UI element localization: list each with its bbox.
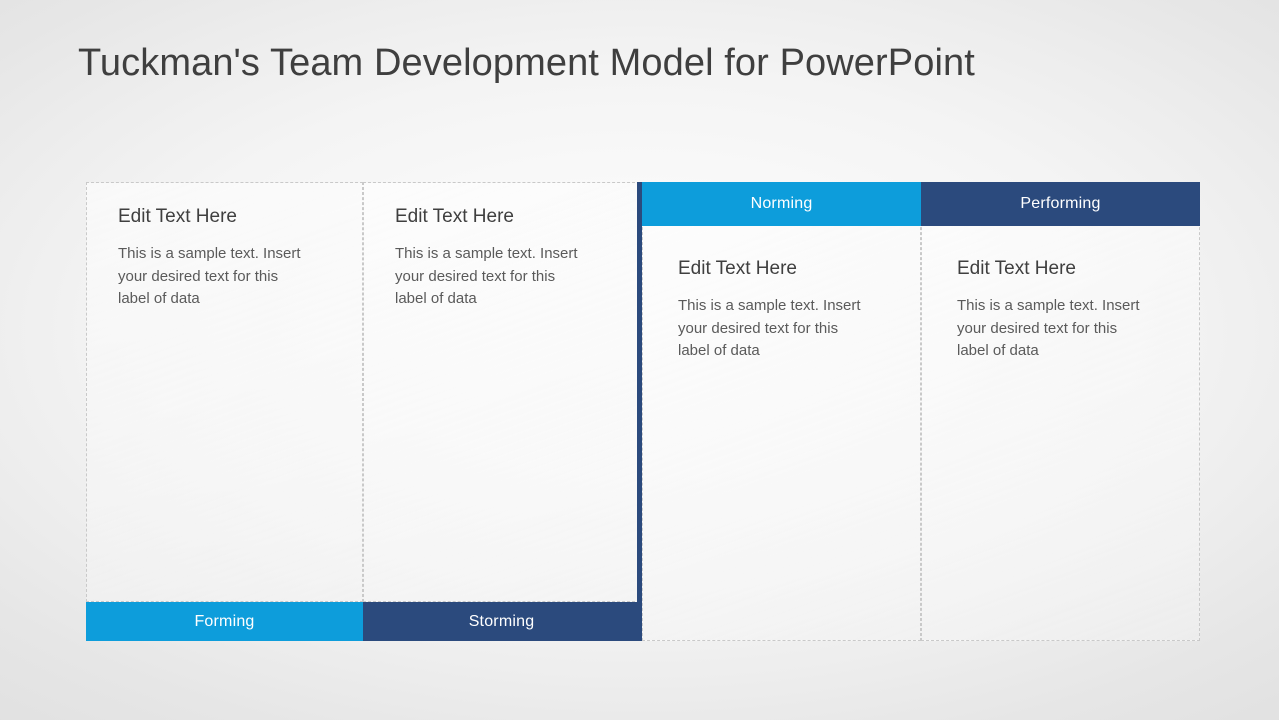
stage-content-storming: Edit Text Here This is a sample text. In…	[395, 206, 618, 311]
stage-label-norming[interactable]: Norming	[642, 182, 921, 226]
stage-body-performing: This is a sample text. Insert your desir…	[957, 296, 1140, 360]
stage-panel-storming	[363, 182, 640, 602]
stage-column-forming[interactable]: Edit Text Here This is a sample text. In…	[86, 182, 363, 641]
stage-label-performing[interactable]: Performing	[921, 182, 1200, 226]
stage-panel-norming	[642, 182, 921, 641]
stage-label-forming[interactable]: Forming	[86, 602, 363, 641]
stage-panel-performing	[921, 182, 1200, 641]
stage-panel-forming	[86, 182, 363, 602]
stage-content-norming: Edit Text Here This is a sample text. In…	[678, 258, 899, 363]
stage-content-performing: Edit Text Here This is a sample text. In…	[957, 258, 1178, 363]
stage-heading-forming: Edit Text Here	[118, 206, 237, 227]
stage-body-forming: This is a sample text. Insert your desir…	[118, 244, 301, 308]
stage-column-norming[interactable]: Norming Edit Text Here This is a sample …	[642, 182, 921, 641]
stage-column-performing[interactable]: Performing Edit Text Here This is a samp…	[921, 182, 1200, 641]
stage-heading-performing: Edit Text Here	[957, 258, 1076, 279]
stage-heading-norming: Edit Text Here	[678, 258, 797, 279]
stage-column-storming[interactable]: Edit Text Here This is a sample text. In…	[363, 182, 640, 641]
stage-heading-storming: Edit Text Here	[395, 206, 514, 227]
page-title: Tuckman's Team Development Model for Pow…	[78, 42, 975, 84]
stage-body-norming: This is a sample text. Insert your desir…	[678, 296, 861, 360]
stage-group-divider	[637, 182, 642, 641]
stage-label-storming[interactable]: Storming	[363, 602, 640, 641]
tuckman-stage-diagram: Edit Text Here This is a sample text. In…	[86, 182, 1200, 641]
stage-content-forming: Edit Text Here This is a sample text. In…	[118, 206, 341, 311]
stage-body-storming: This is a sample text. Insert your desir…	[395, 244, 578, 308]
